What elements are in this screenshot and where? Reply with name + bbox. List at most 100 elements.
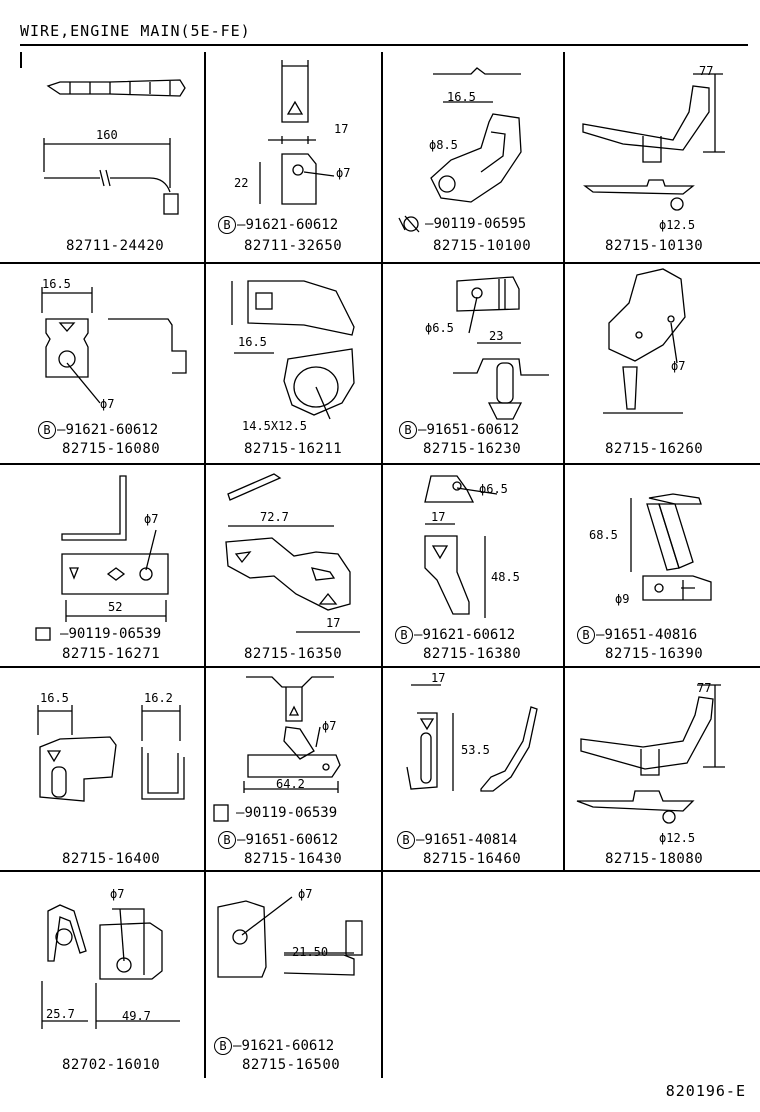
dim-width-b: 16.2 [144,691,173,705]
dim-width: 16.5 [447,90,476,104]
part-cell-82715-16080: 16.5 ϕ7 B—91621-60612 82715-16080 [0,263,204,463]
dim-width: 17 [326,616,341,630]
part-number: 82711-24420 [66,238,165,254]
part-number: 82715-10130 [605,238,704,254]
grid-row-line-1 [0,262,760,264]
bolt-number: 91651-60612 [426,422,520,438]
part-cell-82715-10130: 77 ϕ12.5 82715-10130 [563,52,760,262]
dim-height: 77 [697,681,712,695]
part-cell-82715-16500: ϕ7 21.50 B—91621-60612 82715-16500 [204,871,381,1078]
bolt-callout: B—91621-60612 [214,1037,334,1055]
part-number: 82715-16390 [605,646,704,662]
b-circle-icon: B [218,831,236,849]
part-number: 82715-16260 [605,441,704,457]
dim-hole: ϕ6.5 [479,482,508,496]
bracket-drawing [398,67,522,233]
part-cell-82715-16271: ϕ7 52 bolt—90119-06539 82715-16271 [0,464,204,666]
part-number: 82715-16400 [62,851,161,867]
dim-width: 17 [431,510,446,524]
part-number: 82715-18080 [605,851,704,867]
part-cell-82711-32650: 17 22 ϕ7 B—91621-60612 82711-32650 [204,52,381,262]
part-cell-82715-16390: 68.5 ϕ9 B—91651-40816 82715-16390 [563,464,760,666]
grid-col-line-1 [204,52,206,1078]
bolt-callout: bolt—90119-06595 [425,216,527,232]
bracket-drawing [225,473,360,633]
dim-length: 160 [96,128,118,142]
dim-width: 17 [334,122,349,136]
dim-width: 23 [489,329,504,343]
bracket-drawing [582,73,725,211]
part-cell-82715-16211: 16.5 14.5X12.5 82715-16211 [204,263,381,463]
part-cell-82715-16400: 16.5 16.2 82715-16400 [0,667,204,870]
b-circle-icon: B [399,421,417,439]
part-number: 82715-16080 [62,441,161,457]
bracket-drawing [231,280,355,420]
b-circle-icon: B [395,626,413,644]
dim-height: 77 [699,64,714,78]
part-cell-82715-18080: 77 ϕ12.5 82715-18080 [563,667,760,870]
dim-width-a: 25.7 [46,1007,75,1021]
b-circle-icon: B [577,626,595,644]
bolt-callout: B—91651-40816 [577,626,697,644]
part-number: 82715-16430 [244,851,343,867]
diagram-code: 820196-E [665,1082,746,1100]
bracket-drawing [35,475,169,641]
bracket-drawing [259,60,335,205]
dim-width: 17 [431,671,446,685]
diagram-title: WIRE,ENGINE MAIN(5E-FE) [20,22,251,40]
bolt-callout: B—91621-60612 [395,626,515,644]
bolt-callout: B—91651-40814 [397,831,517,849]
bolt-number: 91651-60612 [245,832,339,848]
grid-col-line-3 [563,52,565,870]
part-cell-82715-10100: 16.5 ϕ8.5 bolt—90119-06595 82715-10100 [381,52,563,262]
dim-width: 16.5 [42,277,71,291]
clip-drawing [41,287,187,404]
dim-width: 21.50 [292,945,329,959]
part-cell-82715-16230: ϕ6.5 23 B—91651-60612 82715-16230 [381,263,563,463]
grid-row-line-2 [0,463,760,465]
grid-edge-left [20,52,22,68]
bolt-number: 90119-06595 [433,216,527,232]
dim-slot: 14.5X12.5 [242,419,308,433]
part-cell-82702-16010: ϕ7 25.7 49.7 82702-16010 [0,871,204,1078]
dim-width: 52 [108,600,123,614]
bolt-number: 91651-40814 [424,832,518,848]
dim-width-a: 16.5 [40,691,69,705]
dim-height: 68.5 [589,528,618,542]
part-cell-82715-16460: 17 53.5 B—91651-40814 82715-16460 [381,667,563,870]
part-cell-82711-24420: 160 82711-24420 [0,52,204,262]
bolt-callout: B—91621-60612 [218,216,338,234]
bracket-drawing [630,493,712,601]
part-number: 82715-16380 [423,646,522,662]
grid-col-line-2 [381,52,383,1078]
bolt-number: 90119-06539 [68,626,162,642]
dim-hole: ϕ12.5 [659,218,696,232]
grid-row-line-4 [0,870,760,872]
clip-drawing [41,904,180,1029]
grid-row-line-3 [0,666,760,668]
part-number: 82715-10100 [433,238,532,254]
dim-hole: ϕ7 [110,887,125,901]
part-cell-82715-16430: ϕ7 64.2 —90119-06539 B—91651-60612 82715… [204,667,381,870]
part-cell-82715-16380: ϕ6.5 17 48.5 B—91621-60612 82715-16380 [381,464,563,666]
dim-hole: ϕ7 [100,397,115,411]
bracket-drawing [213,676,341,822]
dim-hole: ϕ7 [322,719,337,733]
part-number: 82715-16211 [244,441,343,457]
dim-width: 64.2 [276,777,305,791]
bolt-number: 91621-60612 [422,627,516,643]
dim-hole: ϕ7 [298,887,313,901]
dim-length: 72.7 [260,510,289,524]
bracket-drawing [576,684,725,824]
dim-height: 53.5 [461,743,490,757]
bolt-number: 91621-60612 [245,217,339,233]
bolt-callout: B—91621-60612 [38,421,158,439]
bracket-drawing [406,684,538,792]
dim-hole: ϕ7 [671,359,686,373]
bracket-drawing [453,276,549,420]
dim-hole: ϕ9 [615,592,630,606]
bolt-callout: B—91651-60612 [218,831,338,849]
dim-hole: ϕ7 [144,512,159,526]
clip-drawing [217,896,363,978]
part-number: 82715-16500 [242,1057,341,1073]
